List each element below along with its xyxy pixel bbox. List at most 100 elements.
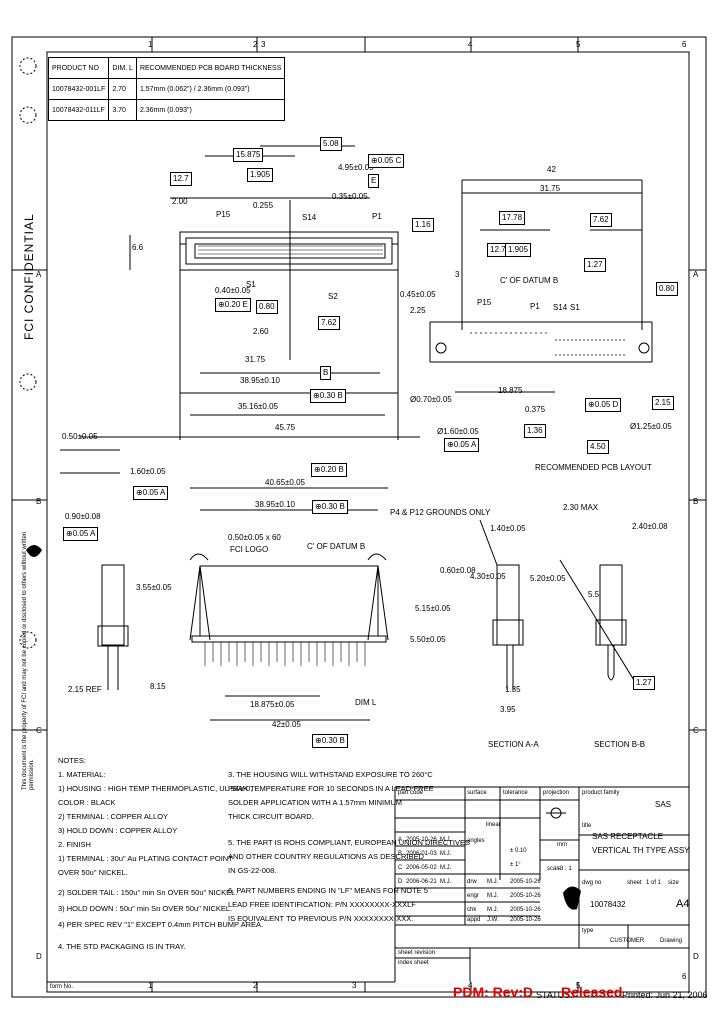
dim-label: P15: [477, 298, 492, 307]
rev-row: 2006-01-03: [406, 851, 437, 857]
dim-label: 5.50±0.05: [410, 635, 446, 644]
dim-label: 1.16: [412, 218, 434, 232]
dim-label: FCI LOGO: [230, 545, 269, 554]
sign-row: M.J.: [487, 907, 499, 913]
scale-value: 3 : 1: [560, 866, 572, 872]
dim-label: 31.75: [540, 184, 561, 193]
note-line: 3) HOLD DOWN : 50u" min Sn OVER 50u" NIC…: [58, 904, 233, 913]
note-line: 4. THE STD PACKAGING IS IN TRAY.: [58, 942, 186, 951]
dim-label: 45.75: [275, 423, 296, 432]
product-table-cell: 2.36mm (0.093"): [135, 99, 286, 121]
dim-label: S1: [246, 280, 256, 289]
dim-label: 3.55±0.05: [136, 583, 172, 592]
size-label: size: [668, 880, 679, 886]
notes-title: NOTES:: [58, 756, 86, 765]
dim-label: 0.375: [525, 405, 546, 414]
col-2: 2: [253, 40, 258, 49]
tol-box: ⊕0.30 B: [310, 389, 346, 403]
dim-label: 1.35: [505, 685, 521, 694]
title-line-1: SAS RECEPTACLE: [592, 832, 663, 841]
dim-label: 5.15±0.05: [415, 604, 451, 613]
dim-label: C' OF DATUM B: [307, 542, 366, 551]
dim-label: S1: [570, 303, 580, 312]
tol-box: ⊕0.05 D: [585, 398, 622, 412]
linear-label: linear: [486, 822, 501, 828]
row-d-left: D: [36, 952, 42, 961]
title-line-2: VERTICAL TH TYPE ASSY: [592, 846, 690, 855]
note-line: 6. PART NUMBERS ENDING IN "LF" MEANS FOR…: [228, 886, 428, 895]
row-c-right: C: [693, 726, 699, 735]
rev-row: M.J.: [440, 865, 452, 871]
sheet-label: sheet: [627, 880, 642, 886]
dim-label: 4.95±0.05: [338, 163, 374, 172]
tol-box: ⊕0.05 A: [444, 438, 480, 452]
col-1-bottom: 1: [148, 981, 153, 990]
dim-label: 2.25: [410, 306, 426, 315]
section-bb-label: SECTION B-B: [594, 740, 646, 749]
dim-label: 5.20±0.05: [530, 574, 566, 583]
dim-label: 0.50±0.05: [62, 432, 98, 441]
col-6: 6: [682, 40, 687, 49]
dim-label: 0.40±0.05: [215, 286, 251, 295]
printed-date: Printed: Jun 21, 2006: [622, 990, 708, 1000]
size-value: A4: [676, 898, 690, 910]
tol-box: ⊕0.30 B: [312, 500, 348, 514]
status-value: Released: [561, 984, 623, 1000]
dim-label: 8.15: [150, 682, 166, 691]
doc-label: Drawing: [660, 938, 683, 944]
dim-label: 0.80: [656, 282, 678, 296]
note-line: 5. THE PART IS ROHS COMPLIANT, EUROPEAN …: [228, 838, 470, 847]
property-notice: This document is the property of FCI and…: [22, 531, 35, 790]
tol-box: ⊕0.05 A: [63, 527, 99, 541]
dim-label: DIM L: [355, 698, 377, 707]
product-table-header: DIM. L: [108, 57, 137, 79]
dim-label: Ø1.60±0.05: [437, 427, 479, 436]
dim-label: Ø0.70±0.05: [410, 395, 452, 404]
dim-label: 2.60: [253, 327, 269, 336]
product-table-header: PRODUCT NO: [47, 57, 110, 79]
sign-row: 2005-10-26: [510, 907, 541, 913]
dim-label: 2.15: [652, 396, 674, 410]
sign-row: J.W.: [487, 917, 499, 923]
col-4: 4: [468, 40, 473, 49]
rev-row: 2006-05-02: [406, 865, 437, 871]
pcb-layout-label: RECOMMENDED PCB LAYOUT: [535, 463, 652, 472]
dim-label: S14: [302, 213, 317, 222]
dim-label: C' OF DATUM B: [500, 276, 559, 285]
rev-row: D: [398, 879, 403, 885]
product-table-cell: 2.70: [108, 78, 137, 100]
note-line: OVER 50u" NICKEL.: [58, 868, 128, 877]
dim-label: 1.905: [505, 243, 532, 257]
sign-row: 2005-10-26: [510, 917, 541, 923]
sheet-value: 1 of 1: [646, 880, 662, 886]
col-3-bottom: 3: [352, 981, 357, 990]
rev-row: M.J.: [440, 879, 452, 885]
product-table-cell: 1.57mm (0.062") / 2.36mm (0.093"): [135, 78, 286, 100]
dim-label: 38.95±0.10: [255, 500, 295, 509]
note-line: 2. FINISH: [58, 840, 91, 849]
part-code-label: part code: [398, 790, 424, 796]
linear-tol: ± 0.10: [510, 848, 527, 854]
row-a-right: A: [693, 270, 699, 279]
sign-row: drw: [467, 879, 477, 885]
title-label: title: [582, 823, 592, 829]
dim-label: 5.08: [320, 137, 342, 151]
dim-label: 6.6: [132, 243, 144, 252]
rev-row: 2005-10-26: [406, 837, 437, 843]
row-b-left: B: [36, 497, 42, 506]
dim-label: 0.50±0.05 x 60: [228, 533, 281, 542]
sign-row: chk: [467, 907, 477, 913]
note-line: SOLDER APPLICATION WITH A 1.57mm MINIMUM: [228, 798, 403, 807]
tol-box: ⊕0.20 E: [215, 298, 251, 312]
dim-label: Ø1.25±0.05: [630, 422, 672, 431]
product-table: PRODUCT NO DIM. L RECOMMENDED PCB BOARD …: [47, 57, 286, 121]
dim-label: 0.80: [256, 300, 278, 314]
dim-label: 18.875: [498, 386, 523, 395]
dim-label: 1.60±0.05: [130, 467, 166, 476]
dim-label: 4.30±0.05: [470, 572, 506, 581]
note-line: 2) SOLDER TAIL : 150u" min Sn OVER 50u" …: [58, 888, 238, 897]
dim-label: 5.5: [588, 590, 600, 599]
dim-label: 0.35±0.05: [332, 192, 368, 201]
sign-row: engr: [467, 893, 480, 899]
